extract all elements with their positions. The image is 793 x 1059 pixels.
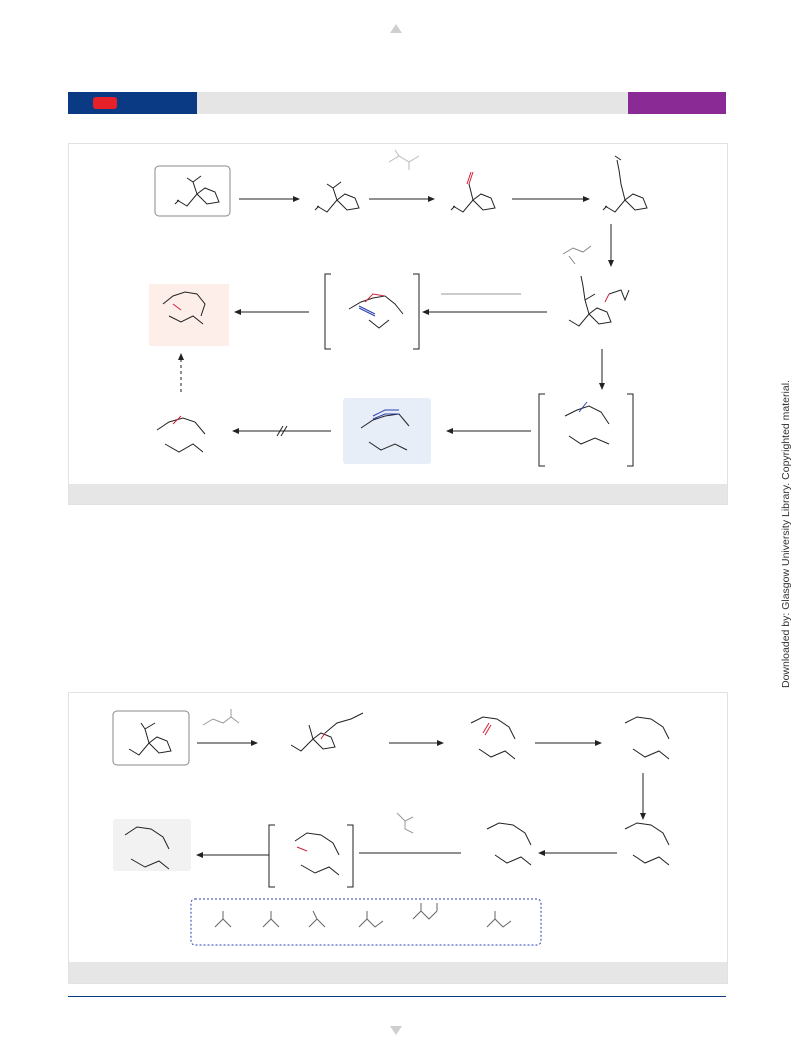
page-up-icon[interactable] (390, 24, 402, 33)
s2-product-box (113, 819, 191, 871)
section-tag-block (628, 92, 726, 114)
scheme-2-starting-material (128, 722, 172, 756)
s2-bracket-left (268, 824, 275, 888)
reagent-label-2 (562, 245, 592, 265)
footer-rule (68, 996, 726, 997)
transition-state-2 (564, 401, 610, 445)
bracket-right-2 (627, 393, 634, 467)
scheme-1-drawing (69, 149, 727, 504)
s2-intermediate-6 (486, 822, 532, 866)
scheme-2-starting-box (112, 710, 190, 766)
transition-state-1 (348, 293, 404, 329)
product-box-pink (149, 284, 229, 346)
scheme-2-caption-bar (69, 962, 727, 983)
scheme-1-caption-bar (69, 484, 727, 504)
alkene-scope-structures (214, 903, 512, 928)
scheme-2-drawing (69, 709, 727, 983)
alkene-scope-box (190, 898, 542, 946)
page-down-icon[interactable] (390, 1026, 402, 1035)
s2-product (124, 826, 170, 870)
enyne-intermediate-5 (568, 275, 630, 327)
scheme-2 (68, 692, 728, 984)
bracket-right-1 (413, 273, 420, 350)
s2-transition-state (294, 832, 340, 876)
s2-intermediate-4 (624, 716, 670, 760)
s2-intermediate-3 (470, 716, 516, 760)
product-c (156, 415, 206, 453)
ynone-intermediate-4 (602, 155, 648, 213)
product-b (360, 409, 410, 451)
scheme-2-reagent-1 (202, 709, 240, 726)
bracket-left-2 (538, 393, 545, 467)
header-banner (68, 92, 726, 114)
s2-reagent-2 (396, 812, 414, 834)
bracket-left-1 (324, 273, 331, 350)
starting-material-structure (174, 175, 220, 207)
starting-material-box (154, 165, 231, 217)
s2-bracket-right (347, 824, 354, 888)
journal-badge (93, 97, 117, 109)
product-box-blue (343, 398, 431, 464)
journal-logo-block (68, 92, 197, 114)
s2-intermediate-5 (624, 822, 670, 866)
download-watermark-text: Downloaded by: Glasgow University Librar… (780, 380, 792, 688)
scheme-1 (68, 143, 728, 505)
s2-intermediate-2 (290, 712, 364, 752)
reagent-label-1 (388, 149, 420, 170)
alkyne-intermediate-3 (450, 171, 496, 213)
not-formed-mark (276, 425, 288, 437)
intermediate-2 (314, 181, 360, 213)
product-a (162, 291, 206, 325)
